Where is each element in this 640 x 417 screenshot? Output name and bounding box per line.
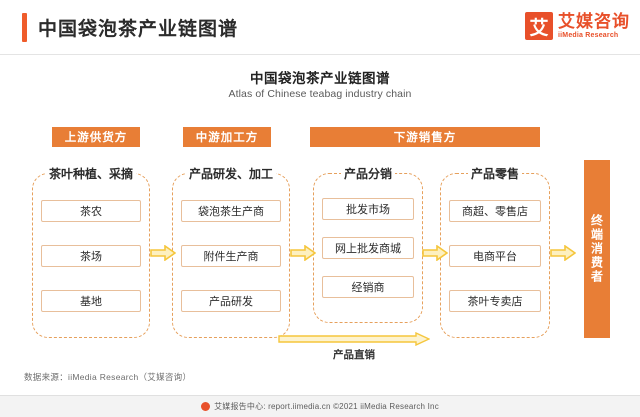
brand-logo: 艾 艾媒咨询 iiMedia Research (525, 12, 630, 40)
column-title: 产品分销 (314, 165, 422, 182)
brand-mark-icon: 艾 (525, 12, 553, 40)
brand-name-en: iiMedia Research (558, 32, 619, 39)
column-planting-harvest: 茶叶种植、采摘 茶农 茶场 基地 (32, 167, 150, 338)
header-accent-bar (22, 13, 27, 42)
column-rnd-processing: 产品研发、加工 袋泡茶生产商 附件生产商 产品研发 (172, 167, 290, 338)
stage-banner-midstream: 中游加工方 (183, 127, 271, 147)
node-supermarket-store: 商超、零售店 (449, 200, 541, 222)
source-note: 数据来源：iiMedia Research（艾媒咨询） (24, 372, 192, 382)
brand-name-cn: 艾媒咨询 (558, 12, 630, 31)
diagram-title: 中国袋泡茶产业链图谱 (250, 71, 390, 86)
column-retail: 产品零售 商超、零售店 电商平台 茶叶专卖店 (440, 167, 550, 338)
stage-banner-downstream: 下游销售方 (310, 127, 540, 147)
node-tea-base: 基地 (41, 290, 141, 312)
brand-text: 艾媒咨询 iiMedia Research (558, 13, 630, 39)
node-wholesale-market: 批发市场 (322, 198, 414, 220)
diagram-subtitle: Atlas of Chinese teabag industry chain (228, 88, 412, 100)
page-title: 中国袋泡茶产业链图谱 (38, 19, 239, 40)
node-ecommerce-platform: 电商平台 (449, 245, 541, 267)
footer-logo-icon (201, 402, 211, 411)
node-teabag-manufacturer: 袋泡茶生产商 (181, 200, 281, 222)
node-dealer: 经销商 (322, 276, 414, 298)
stage-banner-upstream: 上游供货方 (52, 127, 140, 147)
footer-bar: 艾媒报告中心: report.iimedia.cn ©2021 iiMedia … (0, 395, 640, 417)
node-tea-specialty-shop: 茶叶专卖店 (449, 290, 541, 312)
end-consumer-bar: 终端消费者 (584, 160, 610, 338)
node-online-wholesale: 网上批发商城 (322, 237, 414, 259)
flow-arrow-icon (290, 245, 316, 261)
column-title: 产品零售 (441, 165, 549, 182)
column-title: 茶叶种植、采摘 (33, 165, 149, 182)
node-accessory-maker: 附件生产商 (181, 245, 281, 267)
flow-arrow-icon (550, 245, 576, 261)
diagram-canvas: 中国袋泡茶产业链图谱 Atlas of Chinese teabag indus… (0, 55, 640, 395)
column-distribution: 产品分销 批发市场 网上批发商城 经销商 (313, 167, 423, 323)
direct-sales-arrow-icon (278, 332, 430, 346)
direct-sales-label: 产品直销 (333, 349, 375, 361)
header-divider (0, 54, 640, 55)
column-title: 产品研发、加工 (173, 165, 289, 182)
node-product-rnd: 产品研发 (181, 290, 281, 312)
footer-text: 艾媒报告中心: report.iimedia.cn ©2021 iiMedia … (214, 402, 439, 411)
node-tea-farmer: 茶农 (41, 200, 141, 222)
flow-arrow-icon (422, 245, 448, 261)
node-tea-garden: 茶场 (41, 245, 141, 267)
page-header: 中国袋泡茶产业链图谱 艾 艾媒咨询 iiMedia Research (0, 0, 640, 54)
flow-arrow-icon (150, 245, 176, 261)
